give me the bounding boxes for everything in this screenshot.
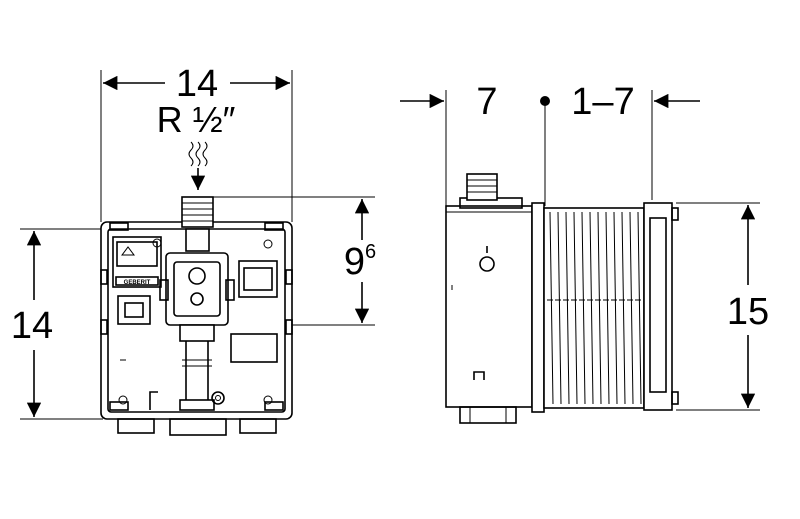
bellows-pleat [621, 211, 626, 405]
right-components [118, 239, 278, 410]
bellows-pleat [597, 211, 602, 405]
front-height-dimension: 14 [11, 228, 103, 420]
bellows-pleat [549, 211, 554, 405]
telescopic-sleeve [543, 207, 645, 409]
brand-mark: GEBERIT [124, 280, 151, 286]
adjustment-range-label: 1–7 [571, 81, 634, 123]
connection-height-label: 96 [344, 241, 376, 283]
connection-height-dimension: 96 [212, 196, 376, 326]
side-depth-label: 7 [476, 81, 497, 123]
front-frame [643, 202, 679, 411]
side-height-dimension: 15 [676, 202, 769, 411]
bellows-pleat [637, 211, 642, 405]
side-flange [531, 202, 545, 413]
side-depth-dimension: 7 [400, 81, 498, 206]
bellows-pleat [613, 211, 618, 405]
thread-size-label: R ½″ [157, 99, 236, 140]
front-view: 14 R ½″ 14 96 [11, 63, 376, 436]
bellows-pleat [589, 211, 594, 405]
valve-body [159, 252, 235, 411]
inlet-fitting [181, 196, 214, 252]
bellows-pleat [581, 211, 586, 405]
water-inlet-icon [188, 141, 208, 190]
bellows-pleat [557, 211, 562, 405]
bellows-pleat [573, 211, 578, 405]
side-view: 7 1–7 15 [400, 81, 769, 424]
adjustment-range-dimension: 1–7 [540, 81, 700, 206]
front-height-label: 14 [11, 305, 53, 347]
bellows-pleat [629, 211, 634, 405]
adjustment-reference-dot [540, 96, 550, 106]
front-width-dimension: 14 [100, 63, 293, 222]
bellows-pleat [605, 211, 610, 405]
front-width-label: 14 [176, 63, 218, 105]
electronics-module: GEBERIT [112, 236, 162, 325]
bellows-pleat [565, 211, 570, 405]
side-height-label: 15 [727, 291, 769, 333]
side-housing [445, 173, 543, 424]
lock-symbol-icon [479, 246, 495, 272]
